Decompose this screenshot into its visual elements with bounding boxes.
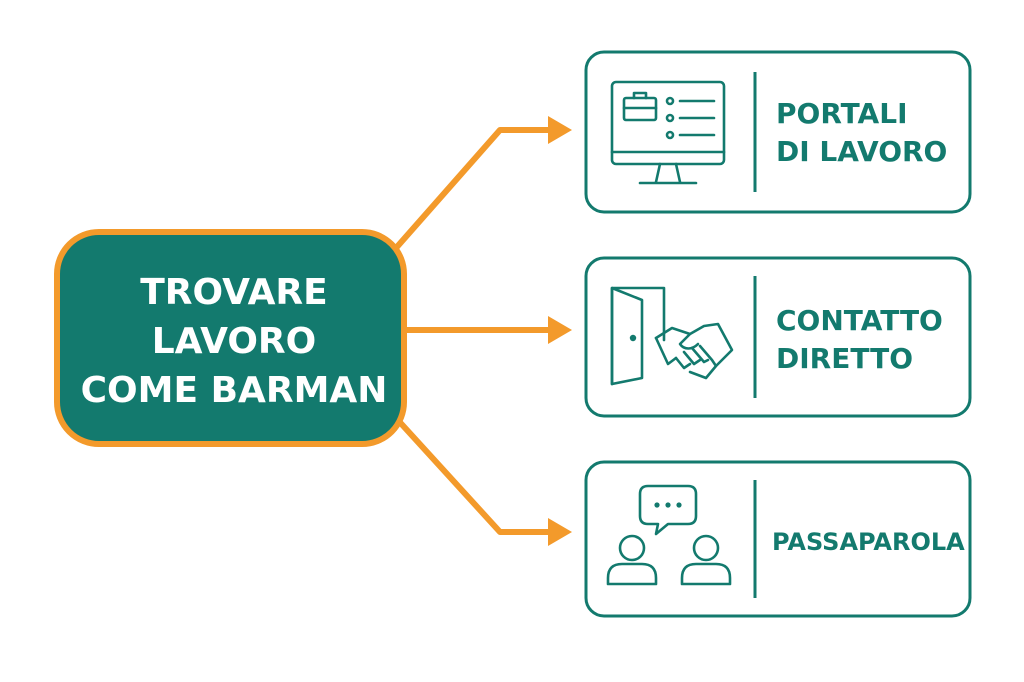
door-handshake-icon <box>610 286 734 386</box>
branch-portali-line-1: PORTALI <box>776 97 907 130</box>
central-node-line-3: COME BARMAN <box>81 370 388 411</box>
central-node-line-1: TROVARE <box>140 272 328 313</box>
branch-passaparola: PASSAPAROLA <box>584 460 972 618</box>
arrows <box>393 116 572 546</box>
central-node: TROVARE LAVORO COME BARMAN <box>54 229 407 447</box>
people-conversation-icon <box>606 484 732 586</box>
branch-contatto-line-1: CONTATTO <box>776 304 943 337</box>
central-node-line-2: LAVORO <box>152 321 317 362</box>
branch-passaparola-line-1: PASSAPAROLA <box>772 528 965 556</box>
job-portal-monitor-icon <box>610 80 726 185</box>
branch-contatto-line-2: DIRETTO <box>776 342 913 375</box>
arrow-to-passaparola <box>393 415 572 546</box>
arrow-to-portali <box>393 116 572 251</box>
arrow-to-contatto <box>401 316 572 344</box>
branch-contatto-diretto: CONTATTO DIRETTO <box>584 256 972 418</box>
branch-portali-di-lavoro: PORTALI DI LAVORO <box>584 50 972 214</box>
branch-portali-line-2: DI LAVORO <box>776 135 947 168</box>
